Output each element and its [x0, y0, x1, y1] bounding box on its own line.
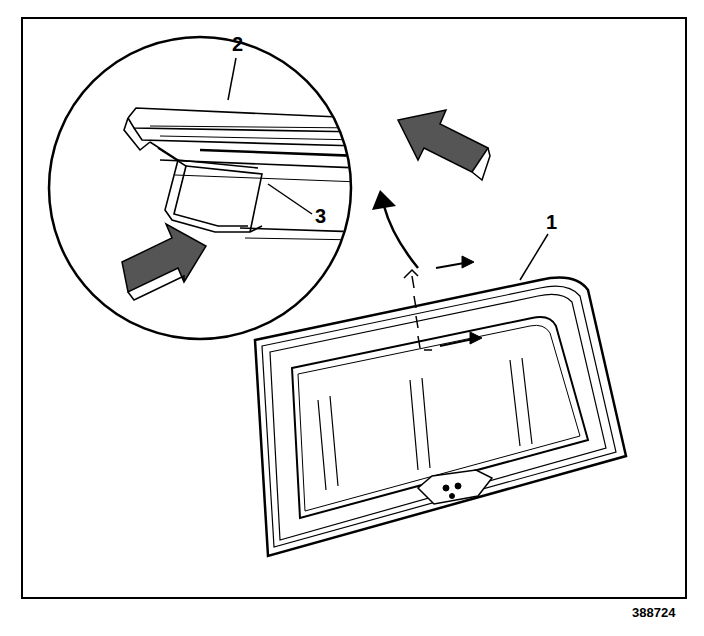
rear-glass	[255, 256, 626, 556]
callout-number: 3	[315, 206, 326, 226]
direction-arrow	[122, 224, 206, 292]
direction-arrow	[398, 110, 488, 172]
curved-arrow	[372, 190, 396, 210]
callout-number: 2	[232, 34, 243, 54]
leader-line	[268, 184, 312, 214]
figure-number: 388724	[632, 606, 675, 619]
frame	[22, 18, 686, 598]
leader-line	[520, 234, 548, 280]
molding-detail	[124, 108, 360, 240]
detail-circle	[49, 37, 351, 339]
callout-number: 1	[546, 212, 557, 232]
leader-line	[228, 58, 236, 100]
